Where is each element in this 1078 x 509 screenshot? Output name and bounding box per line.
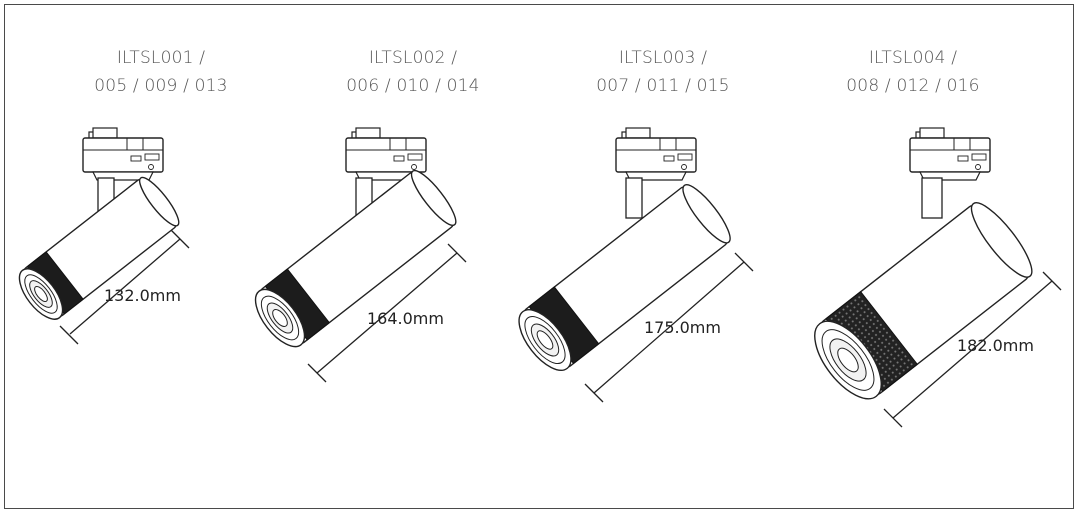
product-code-line-2: 008 / 012 / 016	[846, 76, 980, 96]
length-dimension-3: 175.0mm	[644, 318, 721, 337]
product-code-line-2: 005 / 009 / 013	[94, 76, 228, 96]
spotlight-drawing-4	[814, 127, 1062, 428]
product-code-line-1: ILTSL002 /	[368, 48, 458, 68]
product-code-line-1: ILTSL004 /	[868, 48, 958, 68]
product-code-label-3: ILTSL003 / 007 / 011 / 015	[553, 44, 773, 100]
product-code-label-2: ILTSL002 / 006 / 010 / 014	[303, 44, 523, 100]
product-code-line-2: 006 / 010 / 014	[346, 76, 480, 96]
length-dimension-1: 132.0mm	[104, 286, 181, 305]
product-code-line-1: ILTSL003 /	[618, 48, 708, 68]
spotlight-drawing-2	[254, 127, 467, 383]
diagram-frame	[4, 4, 1074, 509]
product-code-line-1: ILTSL001 /	[116, 48, 206, 68]
product-code-line-2: 007 / 011 / 015	[596, 76, 730, 96]
spotlight-drawing-3	[518, 127, 754, 403]
length-dimension-4: 182.0mm	[957, 336, 1034, 355]
product-code-label-4: ILTSL004 / 008 / 012 / 016	[803, 44, 1023, 100]
product-code-label-1: ILTSL001 / 005 / 009 / 013	[51, 44, 271, 100]
length-dimension-2: 164.0mm	[367, 309, 444, 328]
spotlight-drawing-1	[18, 127, 190, 345]
